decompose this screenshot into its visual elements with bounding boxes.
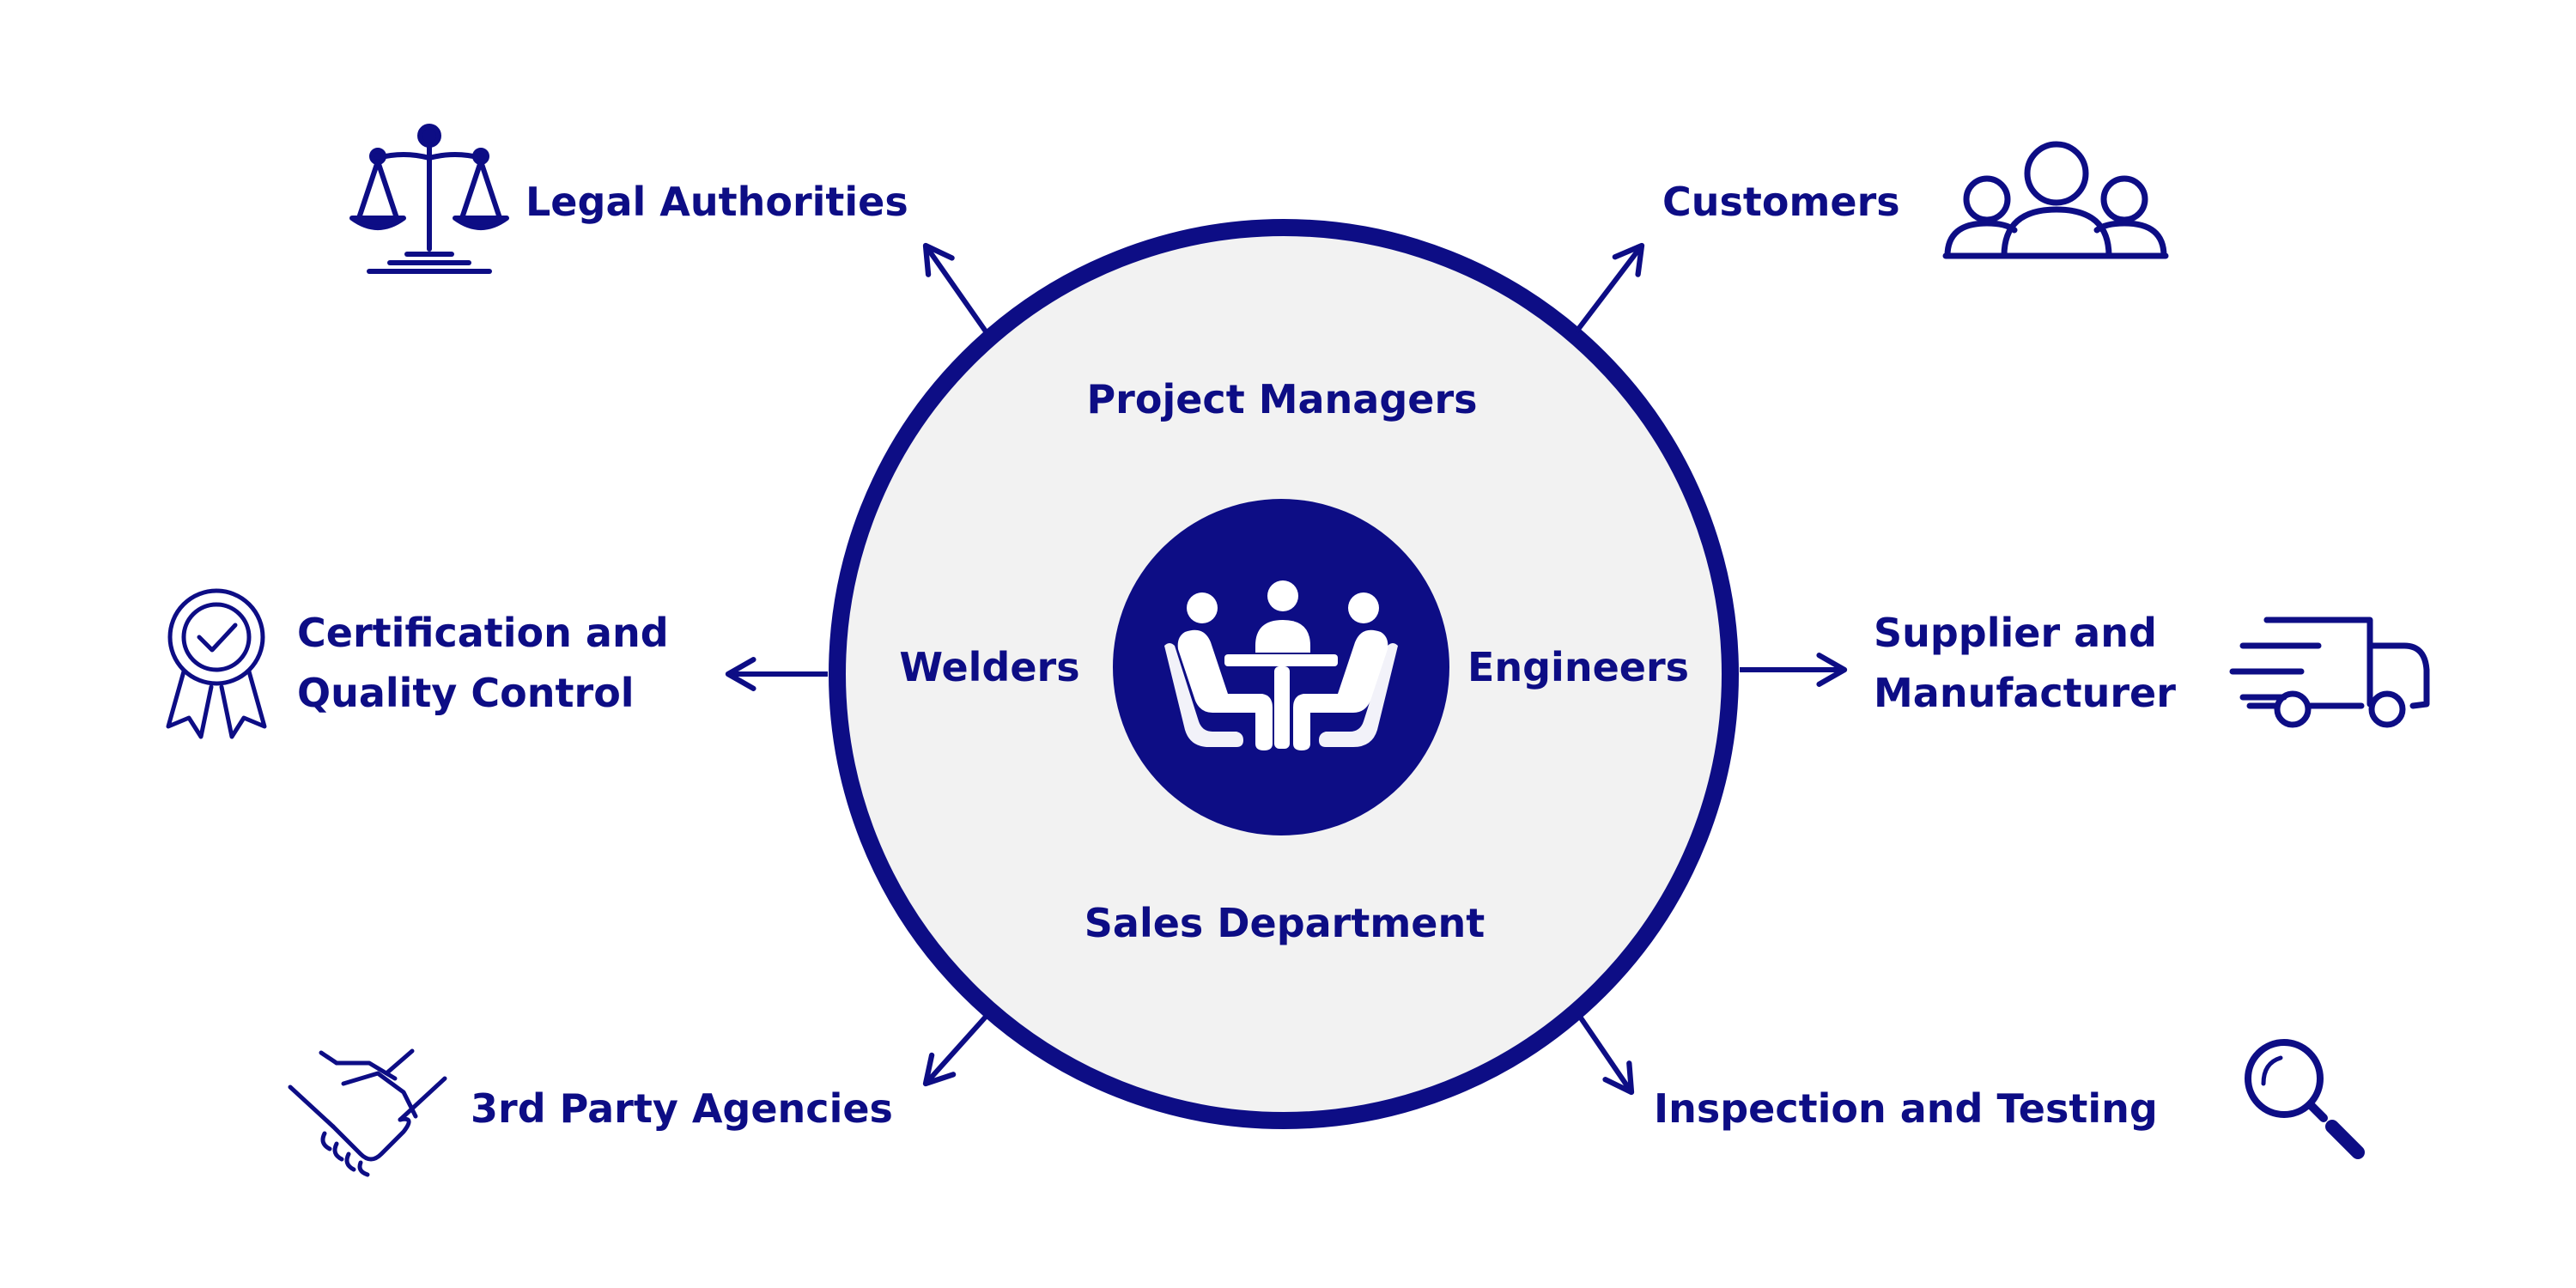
stakeholder-supplier: Supplier and Manufacturer: [1874, 603, 2176, 723]
certification-line-1: Certification and: [297, 610, 669, 656]
people-group-icon: [1942, 141, 2169, 259]
certification-line-2: Quality Control: [297, 670, 635, 716]
arrow-third-party: [922, 1014, 988, 1087]
arrow-legal-authorities: [922, 242, 988, 333]
stakeholder-third-party-agencies: 3rd Party Agencies: [471, 1085, 893, 1132]
stakeholder-certification: Certification and Quality Control: [297, 603, 669, 723]
meeting-table-icon: [1113, 499, 1449, 835]
supplier-line-2: Manufacturer: [1874, 670, 2176, 716]
role-project-managers: Project Managers: [1086, 376, 1478, 422]
scales-of-justice-icon: [349, 124, 509, 274]
supplier-line-1: Supplier and: [1874, 610, 2157, 656]
stakeholder-legal-authorities: Legal Authorities: [526, 179, 908, 225]
magnifier-icon: [2245, 1039, 2365, 1159]
delivery-truck-icon: [2229, 617, 2430, 728]
role-sales-department: Sales Department: [1084, 900, 1485, 946]
stakeholder-inspection-testing: Inspection and Testing: [1654, 1085, 2158, 1132]
role-engineers: Engineers: [1467, 644, 1690, 690]
connector-arrows: [725, 242, 1848, 1096]
arrow-customers: [1574, 242, 1645, 333]
award-ribbon-icon: [166, 588, 267, 739]
role-welders: Welders: [899, 644, 1080, 690]
arrow-inspection: [1577, 1015, 1635, 1096]
handshake-icon: [288, 1048, 447, 1177]
stakeholder-customers: Customers: [1662, 179, 1900, 225]
